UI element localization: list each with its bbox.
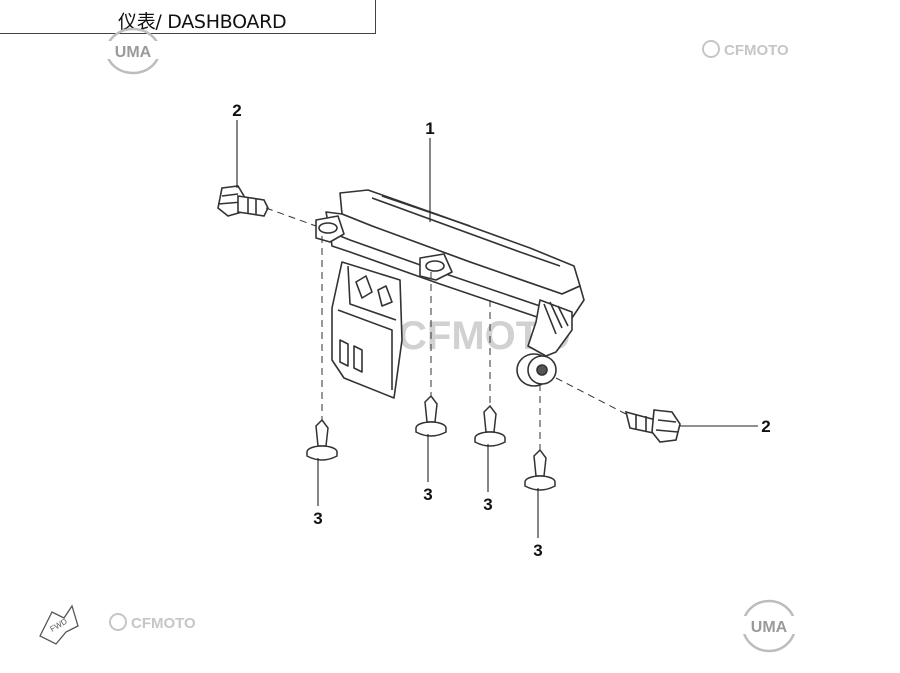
page-title: 仪表/ DASHBOARD — [118, 11, 287, 33]
cfmoto-emblem-bottom-icon — [109, 613, 127, 631]
flange-bolt-left — [217, 185, 269, 217]
assembly-axes — [265, 207, 627, 450]
callout-part-3-b: 3 — [423, 485, 432, 504]
cfmoto-logo-top: CFMOTO — [702, 40, 789, 59]
dashboard-housing — [315, 189, 585, 399]
uma-logo-top-text: UMA — [115, 44, 152, 61]
callout-part-3-c: 3 — [483, 495, 492, 514]
flange-bolt-right — [624, 409, 681, 443]
title-box: 仪表/ DASHBOARD — [0, 0, 376, 34]
screw-c — [474, 404, 506, 447]
callout-part-1: 1 — [425, 119, 434, 138]
leader-lines — [236, 120, 758, 538]
screw-d — [524, 448, 556, 491]
callout-part-2-left: 2 — [232, 101, 241, 120]
screw-a — [306, 418, 338, 461]
uma-logo-bottom: UMA — [740, 599, 798, 653]
fwd-arrow-icon: FWD — [39, 604, 79, 645]
uma-logo-bottom-text: UMA — [751, 619, 788, 636]
screw-b — [415, 394, 447, 437]
cfmoto-emblem-icon — [702, 40, 720, 58]
callout-part-2-right: 2 — [761, 417, 770, 436]
callout-part-3-a: 3 — [313, 509, 322, 528]
cfmoto-logo-bottom-text: CFMOTO — [131, 615, 196, 632]
callout-part-3-d: 3 — [533, 541, 542, 560]
cfmoto-logo-top-text: CFMOTO — [724, 42, 789, 59]
uma-logo-top: UMA — [104, 27, 162, 75]
rubber-grommet — [516, 353, 557, 387]
cfmoto-logo-bottom: CFMOTO — [109, 613, 196, 632]
